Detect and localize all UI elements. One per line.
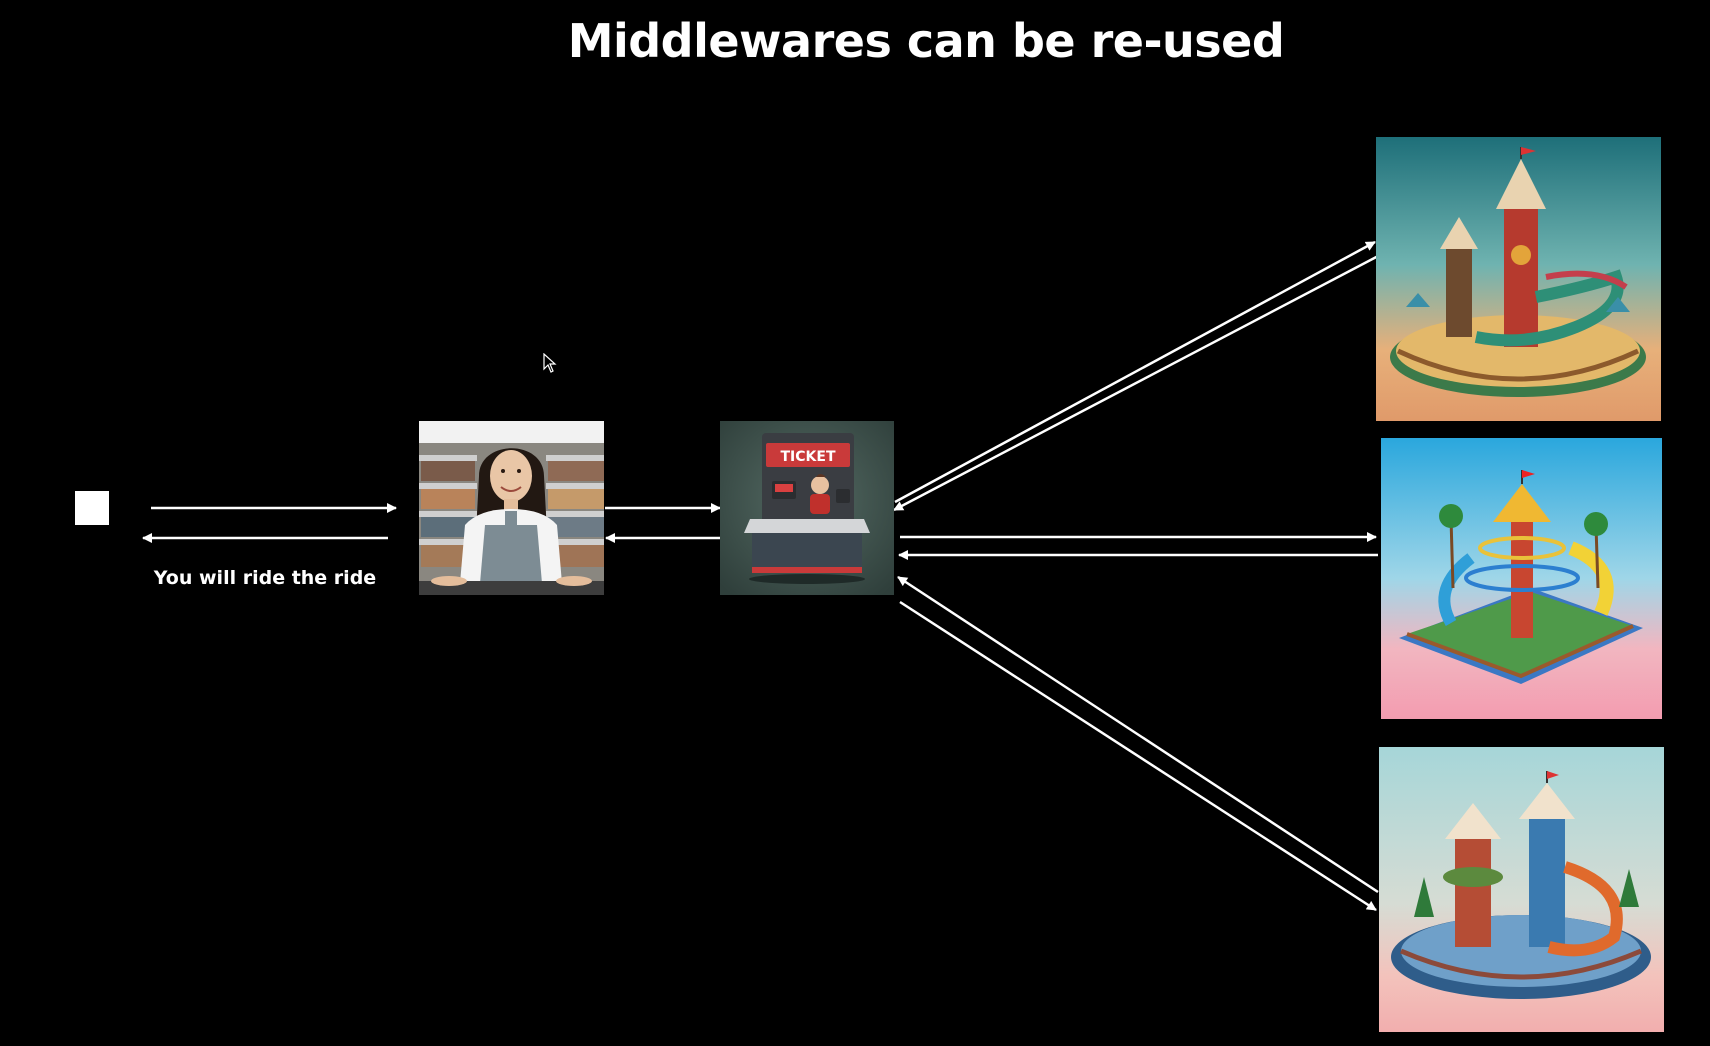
ride-2-image (1381, 438, 1662, 719)
response-caption: You will ride the ride (153, 567, 377, 589)
ticket-booth-image: TICKET (720, 421, 894, 595)
slide-title: Middlewares can be re-used (567, 14, 1285, 68)
arrow-ride-3-to-ticket (897, 575, 1379, 894)
shopkeeper-image (419, 421, 604, 595)
ride-3-image (1379, 747, 1664, 1032)
mouse-cursor-icon (543, 353, 557, 373)
ticket-sign-label: TICKET (781, 449, 836, 465)
arrow-ride-1-to-ticket (893, 252, 1383, 512)
arrow-ticket-to-ride-1 (894, 240, 1376, 504)
arrow-ticket-to-ride-3 (899, 600, 1377, 912)
ride-1-image (1376, 137, 1661, 421)
client-node (75, 491, 109, 525)
